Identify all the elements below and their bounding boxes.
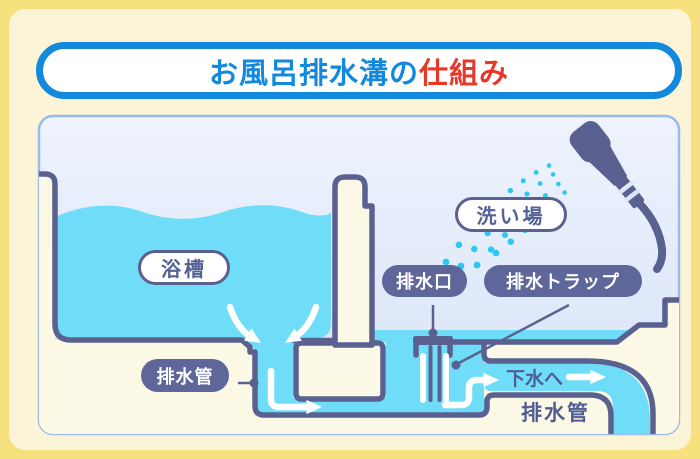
sewer-pipe-water <box>484 363 650 434</box>
tub-inflow-arrow-right <box>284 303 320 343</box>
leader-dots <box>249 328 461 388</box>
tub-right-wall <box>332 174 375 348</box>
title-text-blue: お風呂排水溝の <box>208 57 419 90</box>
title-text-red: 仕組み <box>419 57 510 90</box>
page-background: お風呂排水溝の仕組み <box>9 9 691 450</box>
label-drain-pipe: 排水管 <box>141 359 229 392</box>
label-bathtub: 浴槽 <box>138 250 230 285</box>
label-drain-trap: 排水トラップ <box>484 265 642 297</box>
trap-out-arrow <box>441 372 499 409</box>
flow-arrows <box>226 303 606 415</box>
tub-inflow-arrow-left <box>226 303 262 343</box>
bath-drain-diagram: 下水へ 排水管 <box>37 114 681 436</box>
shower-head-icon <box>569 121 667 273</box>
trap-standpipe <box>420 345 449 403</box>
label-washing-area: 洗い場 <box>455 197 567 232</box>
label-drain-outlet: 排水口 <box>382 265 467 297</box>
to-sewer-text: 下水へ <box>506 368 563 390</box>
title-banner: お風呂排水溝の仕組み <box>36 42 682 99</box>
drain-cover <box>413 336 453 345</box>
drain-pipe-lower-text: 排水管 <box>521 401 590 425</box>
bottom-pipe-arrow <box>267 367 322 415</box>
underfloor-block <box>293 340 386 402</box>
bathtub-water <box>57 205 331 415</box>
